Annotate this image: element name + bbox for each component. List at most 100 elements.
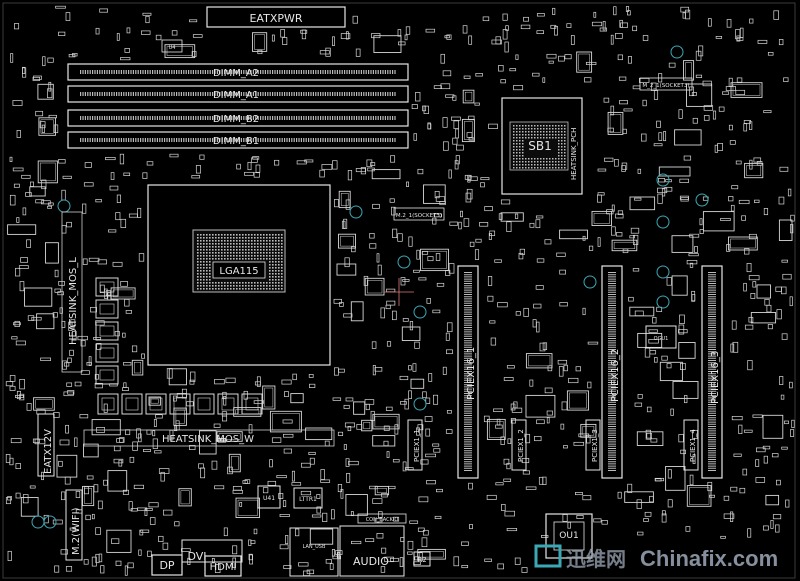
cpu-pin [206,243,208,245]
smd-component [399,557,404,567]
smd-component [501,504,506,511]
cpu-pin [203,285,205,287]
smd-component [686,260,698,265]
smd-component [334,199,339,208]
cpu-pin [197,234,199,236]
cpu-pin [206,267,208,269]
smd-component [413,269,420,273]
smd-component [283,565,292,569]
pch-pin [513,131,515,133]
smd-component [532,72,540,77]
smd-component [528,355,551,367]
smd-component [425,428,431,437]
cpu-pin [227,288,229,290]
pch-pin [564,161,566,163]
smd-component [653,143,663,147]
smd-component [475,73,483,77]
smd-component [559,229,588,240]
smd-component [111,538,120,544]
smd-component [593,213,610,224]
smd-component [756,284,771,299]
smd-component [614,159,619,167]
smd-component [407,551,413,555]
u41-label: U41 [263,495,275,502]
cpu-pin [278,261,280,263]
smd-component [34,438,46,445]
cpu-pin [239,282,241,284]
pch-pin [522,137,524,139]
pch-pin [561,161,563,163]
smd-component [99,369,115,381]
rear-io-lan: LAN_USB [289,527,339,577]
smd-component [415,92,421,102]
smd-component [650,82,657,91]
pch-pin [534,134,536,136]
pch-pin [543,158,545,160]
smd-component [511,407,523,413]
smd-component [648,339,659,344]
smd-component [19,393,25,401]
smd-component [218,433,241,440]
smd-component [611,226,616,236]
cursor-crosshair [384,278,414,306]
cpu-pin [242,246,244,248]
pch-pin [537,137,539,139]
pch-pin [519,158,521,160]
mounting-hole [31,515,45,529]
smd-component [703,105,714,111]
cpu-pin [278,255,280,257]
smd-component [731,320,737,330]
smd-component [145,507,153,511]
pch-pin [525,137,527,139]
smd-component [278,493,284,499]
pch-pin [561,140,563,142]
pch-pin [531,134,533,136]
pch-pin [513,128,515,130]
smd-component [22,207,27,216]
smd-component [84,162,92,168]
smd-component [351,540,362,545]
smd-component [110,172,115,180]
cpu-pin [266,246,268,248]
cpu-pin [206,279,208,281]
smd-component [413,133,417,141]
smd-component [440,53,445,64]
smd-component [408,236,413,247]
smd-component [732,341,739,353]
smd-component [99,8,108,13]
smd-component [369,243,377,249]
smd-component [525,394,556,418]
smd-component [644,347,651,358]
smd-component [707,481,713,492]
cpu-pin [227,255,229,257]
smd-component [376,488,387,494]
cpu-pin [281,279,283,281]
smd-component [40,200,51,205]
eatx12v-label: EATX12V [43,429,54,474]
smd-component [487,295,494,302]
smd-component [38,117,56,136]
smd-component [331,509,335,520]
smd-component [166,368,173,379]
smd-component [649,495,654,503]
smd-component [16,217,20,223]
mounting-hole [695,193,709,207]
smd-component [627,483,633,493]
smd-component [678,109,683,119]
cpu-pin [197,264,199,266]
cpu-pin [221,243,223,245]
smd-component [74,437,78,447]
cpu-pin [254,252,256,254]
smd-component [575,366,581,372]
smd-component [142,172,148,179]
cpu-pin [224,282,226,284]
smd-component [789,381,793,389]
smd-component [591,210,612,226]
smd-component [372,413,400,430]
smd-component [628,296,634,302]
smd-component [366,159,373,168]
smd-component [480,182,485,188]
smd-component [52,312,58,318]
smd-component [666,363,672,369]
smd-component [21,174,31,179]
